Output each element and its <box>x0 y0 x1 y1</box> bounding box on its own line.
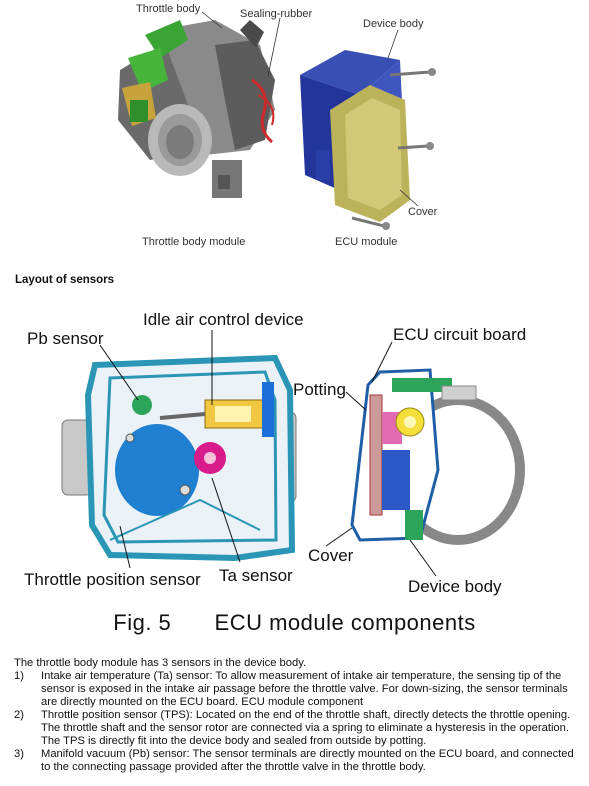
label-ecu-module: ECU module <box>335 236 398 248</box>
label-throttle-body: Throttle body <box>136 3 201 15</box>
throttle-body-cross-section <box>61 354 297 562</box>
list-item: 3) Manifold vacuum (Pb) sensor: The sens… <box>14 748 574 774</box>
label-cover-top: Cover <box>408 206 438 218</box>
list-item-text: Throttle position sensor (TPS): Located … <box>41 709 571 747</box>
figure-title: ECU module components <box>214 610 476 635</box>
sensor-layout-diagram <box>61 330 525 577</box>
label-throttle-position-sensor: Throttle position sensor <box>24 570 201 589</box>
label-potting: Potting <box>293 380 346 399</box>
top-figure-leader-lines <box>201 11 419 207</box>
list-item-number: 3) <box>14 748 24 760</box>
list-item-text: Intake air temperature (Ta) sensor: To a… <box>41 670 568 708</box>
throttle-body-ecu-illustration <box>118 11 436 230</box>
label-pb-sensor: Pb sensor <box>27 329 104 348</box>
label-throttle-body-module: Throttle body module <box>142 236 246 248</box>
throttle-body-module-render <box>118 20 275 198</box>
label-ta-sensor: Ta sensor <box>219 566 293 585</box>
section-title: Layout of sensors <box>15 274 115 286</box>
intro-paragraph: The throttle body module has 3 sensors i… <box>14 657 307 669</box>
label-sealing-rubber: Sealing-rubber <box>240 8 313 20</box>
device-body-cross-section <box>350 368 525 545</box>
figure-number: Fig. 5 <box>113 610 172 635</box>
label-device-body-top: Device body <box>363 18 424 30</box>
figure-caption: Fig. 5 ECU module components <box>0 610 589 636</box>
ecu-module-render <box>300 50 436 230</box>
list-item: 1) Intake air temperature (Ta) sensor: T… <box>14 670 574 709</box>
list-item-number: 1) <box>14 670 24 682</box>
list-item: 2) Throttle position sensor (TPS): Locat… <box>14 709 574 748</box>
list-item-text: Manifold vacuum (Pb) sensor: The sensor … <box>41 748 574 773</box>
body-text: The throttle body module has 3 sensors i… <box>14 657 574 774</box>
list-item-number: 2) <box>14 709 24 721</box>
bottom-figure-leader-lines <box>99 330 437 577</box>
label-device-body-bottom: Device body <box>408 577 502 596</box>
label-cover-bottom: Cover <box>308 546 354 565</box>
label-idle-air-control-device: Idle air control device <box>143 310 304 329</box>
label-ecu-circuit-board: ECU circuit board <box>393 325 527 344</box>
